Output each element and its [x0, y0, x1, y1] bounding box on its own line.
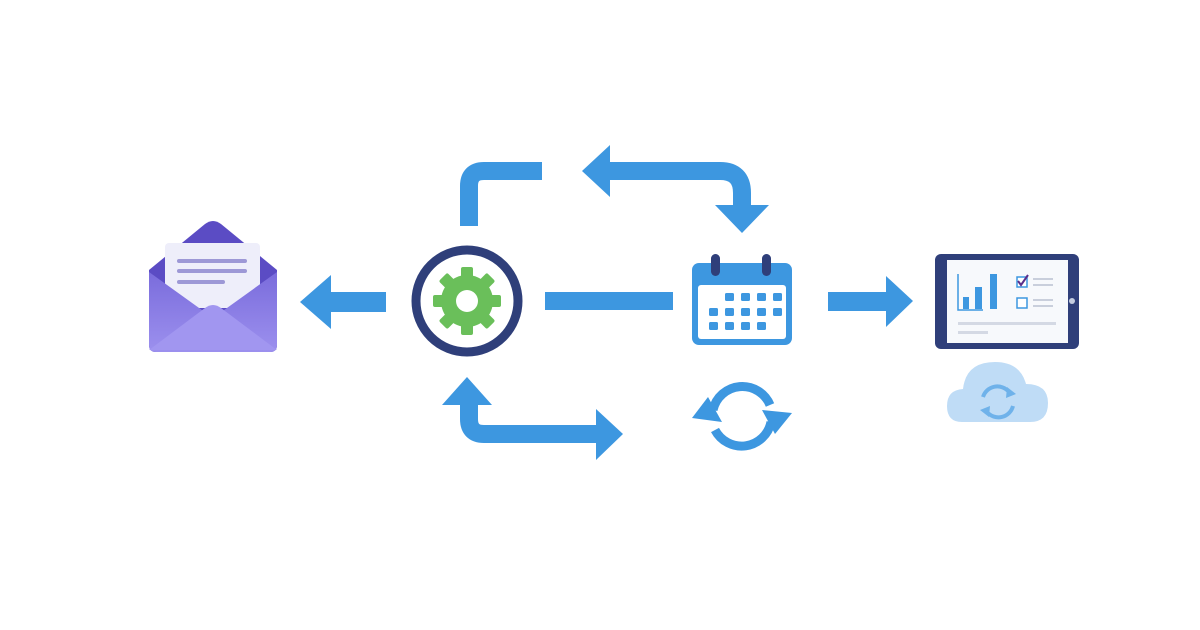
- arrow-right: [828, 276, 913, 327]
- tablet-dashboard-icon: [935, 254, 1079, 349]
- arrow-bottom-bidirectional: [442, 377, 623, 460]
- arrow-top-bidirectional: [582, 145, 769, 233]
- gear-icon: [411, 245, 523, 357]
- calendar-icon: [692, 254, 792, 345]
- connector-middle: [545, 292, 673, 310]
- connector-top-left: [460, 162, 542, 226]
- envelope-icon: [149, 221, 277, 352]
- sync-icon: [692, 382, 792, 451]
- arrow-left: [300, 275, 386, 329]
- cloud-sync-icon: [947, 362, 1048, 422]
